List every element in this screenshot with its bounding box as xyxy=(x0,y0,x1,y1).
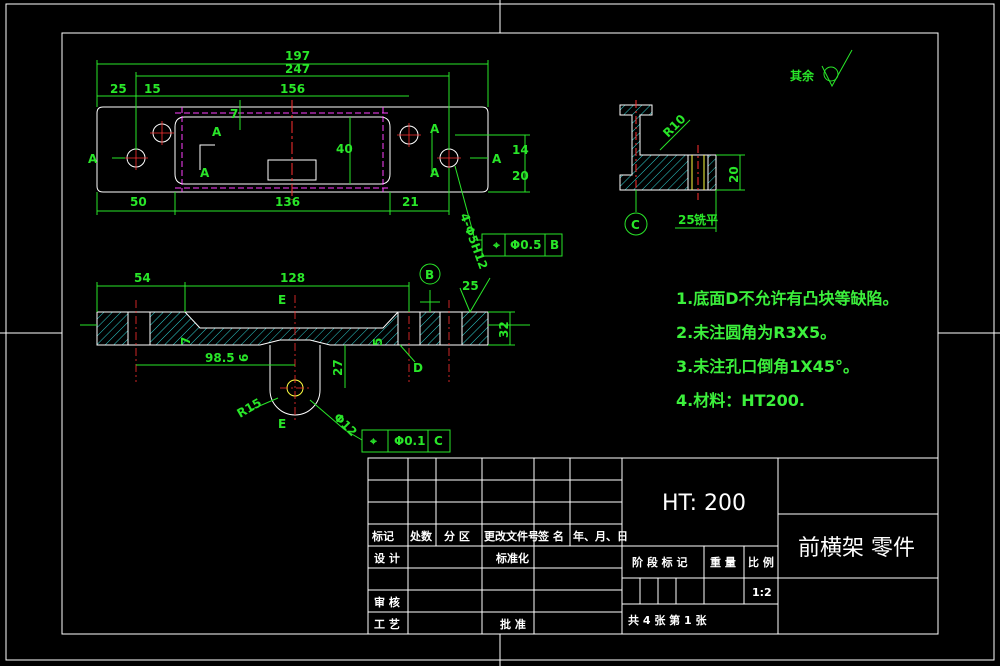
dim-20: 20 xyxy=(512,169,529,183)
note-2: 2.未注圆角为R3X5。 xyxy=(676,323,836,342)
roughness-label: 其余 xyxy=(790,68,815,83)
part-name: 前横架 零件 xyxy=(798,536,915,561)
weight-label: 重 量 xyxy=(710,555,736,569)
process-label: 工 艺 xyxy=(374,617,400,631)
section-a-inner-3: A xyxy=(430,122,440,136)
rev-date-header: 年、月、日 xyxy=(573,529,628,543)
sheet-info: 共 4 张 第 1 张 xyxy=(628,613,707,627)
top-tolerance-value: Φ0.5 xyxy=(510,238,541,252)
scale-label: 比 例 xyxy=(748,555,774,569)
top-tolerance-symbol: ⌖ xyxy=(492,238,500,252)
title-block: HT: 200 前横架 零件 标记 处数 分 区 更改文件号 签 名 年、月、日… xyxy=(367,457,939,635)
approve-label: 批 准 xyxy=(500,617,526,631)
standardize-label: 标准化 xyxy=(495,551,529,565)
dim-15: 15 xyxy=(144,82,161,96)
note-3: 3.未注孔口倒角1X45°。 xyxy=(676,357,859,376)
technical-notes: 1.底面D不允许有凸块等缺陷。 2.未注圆角为R3X5。 3.未注孔口倒角1X4… xyxy=(676,289,899,410)
dim-54: 54 xyxy=(134,271,151,285)
review-label: 审 核 xyxy=(374,595,400,609)
roughness-25: 25 xyxy=(462,279,479,293)
dim-21: 21 xyxy=(402,195,419,209)
rev-sign-header: 签 名 xyxy=(537,529,564,543)
dim-7-top: 7 xyxy=(230,107,238,121)
section-e-top: E xyxy=(278,293,286,307)
dim-50: 50 xyxy=(130,195,147,209)
dim-197: 197 xyxy=(285,49,310,63)
dim-20-side: 20 xyxy=(727,166,741,183)
hole-callout: 4-Φ5H12 xyxy=(457,211,490,271)
dim-25-side: 25 xyxy=(678,213,695,227)
rev-zone-header: 分 区 xyxy=(444,529,470,543)
scale-value: 1:2 xyxy=(752,586,772,599)
dim-5: 5 xyxy=(371,338,385,346)
dim-7-front: 7 xyxy=(179,337,193,345)
dim-40: 40 xyxy=(336,142,353,156)
note-1: 1.底面D不允许有凸块等缺陷。 xyxy=(676,289,899,308)
dim-phi12: Φ12 xyxy=(331,410,360,439)
dim-r15: R15 xyxy=(235,395,264,420)
rev-doc-header: 更改文件号 xyxy=(484,529,539,543)
dim-136: 136 xyxy=(275,195,300,209)
section-a-left: A xyxy=(88,152,98,166)
top-tolerance-datum: B xyxy=(550,238,559,252)
dim-27: 27 xyxy=(331,359,345,376)
material-label: HT: 200 xyxy=(662,491,746,516)
dim-247: 247 xyxy=(285,62,310,76)
front-tolerance-symbol: ⌖ xyxy=(369,434,377,448)
flat-label: 铣平 xyxy=(694,212,718,227)
rev-mark-header: 标记 xyxy=(371,529,394,543)
dim-14: 14 xyxy=(512,143,529,157)
datum-b-label: B xyxy=(425,268,434,282)
front-tolerance-datum: C xyxy=(434,434,443,448)
front-tolerance-value: Φ0.1 xyxy=(394,434,425,448)
dim-32: 32 xyxy=(497,321,511,338)
surface-d-label: D xyxy=(413,361,423,375)
dim-6: 6 xyxy=(237,354,251,362)
datum-c-label: C xyxy=(631,218,640,232)
dim-98-5: 98.5 xyxy=(205,351,235,365)
roughness-note: 其余 xyxy=(790,49,853,88)
section-a-inner-1: A xyxy=(212,125,222,139)
dim-156: 156 xyxy=(280,82,305,96)
stage-mark-label: 阶 段 标 记 xyxy=(632,555,688,569)
dim-128: 128 xyxy=(280,271,305,285)
dim-r10: R10 xyxy=(660,112,688,140)
dim-25: 25 xyxy=(110,82,127,96)
section-e-bottom: E xyxy=(278,417,286,431)
section-a-right: A xyxy=(492,152,502,166)
top-view: ⌖ Φ0.5 B 197 247 25 15 156 50 136 21 40 … xyxy=(88,49,563,271)
note-4: 4.材料：HT200. xyxy=(676,391,805,410)
front-view: B ⌖ Φ0.1 C 54 128 98.5 6 7 27 R15 Φ12 32… xyxy=(80,263,530,453)
section-a-inner-2: A xyxy=(200,166,210,180)
side-view: C R10 20 25 铣平 xyxy=(619,100,745,236)
section-a-inner-4: A xyxy=(430,166,440,180)
design-label: 设 计 xyxy=(374,551,400,565)
rev-count-header: 处数 xyxy=(409,529,433,543)
